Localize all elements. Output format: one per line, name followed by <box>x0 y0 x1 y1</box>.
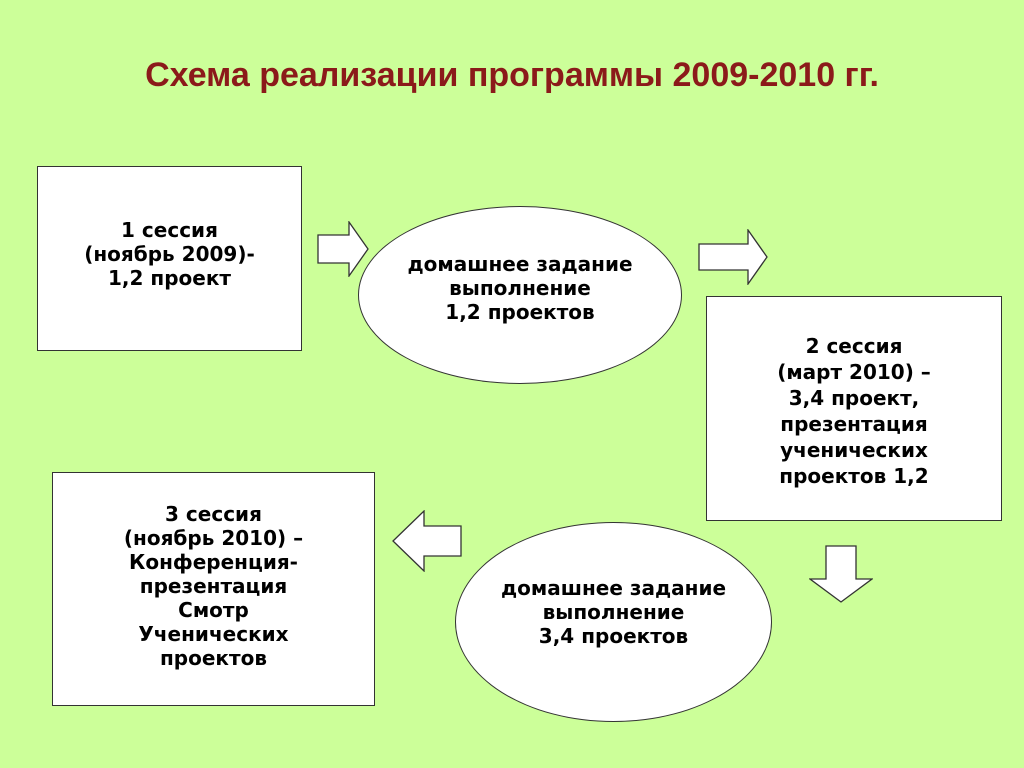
session3-text: 3 сессия (ноябрь 2010) – Конференция- пр… <box>123 502 304 670</box>
homework1-ellipse: домашнее задание выполнение 1,2 проектов <box>358 206 682 384</box>
homework2-text: домашнее задание выполнение 3,4 проектов <box>500 576 727 648</box>
session1-box: 1 сессия (ноябрь 2009)- 1,2 проект <box>37 166 302 351</box>
session1-text: 1 сессия (ноябрь 2009)- 1,2 проект <box>84 217 255 290</box>
arrow-session1-to-homework1 <box>317 221 369 277</box>
arrow-homework1-to-session2 <box>698 229 768 285</box>
arrow-homework2-to-session3 <box>392 510 462 572</box>
session2-text: 2 сессия (март 2010) – 3,4 проект, презе… <box>777 333 931 488</box>
session3-box: 3 сессия (ноябрь 2010) – Конференция- пр… <box>52 472 375 706</box>
page-title: Схема реализации программы 2009-2010 гг. <box>145 56 879 94</box>
arrow-session2-to-homework2 <box>809 545 873 603</box>
homework2-ellipse: домашнее задание выполнение 3,4 проектов <box>455 522 772 722</box>
homework1-text: домашнее задание выполнение 1,2 проектов <box>407 252 633 324</box>
session2-box: 2 сессия (март 2010) – 3,4 проект, презе… <box>706 296 1002 521</box>
